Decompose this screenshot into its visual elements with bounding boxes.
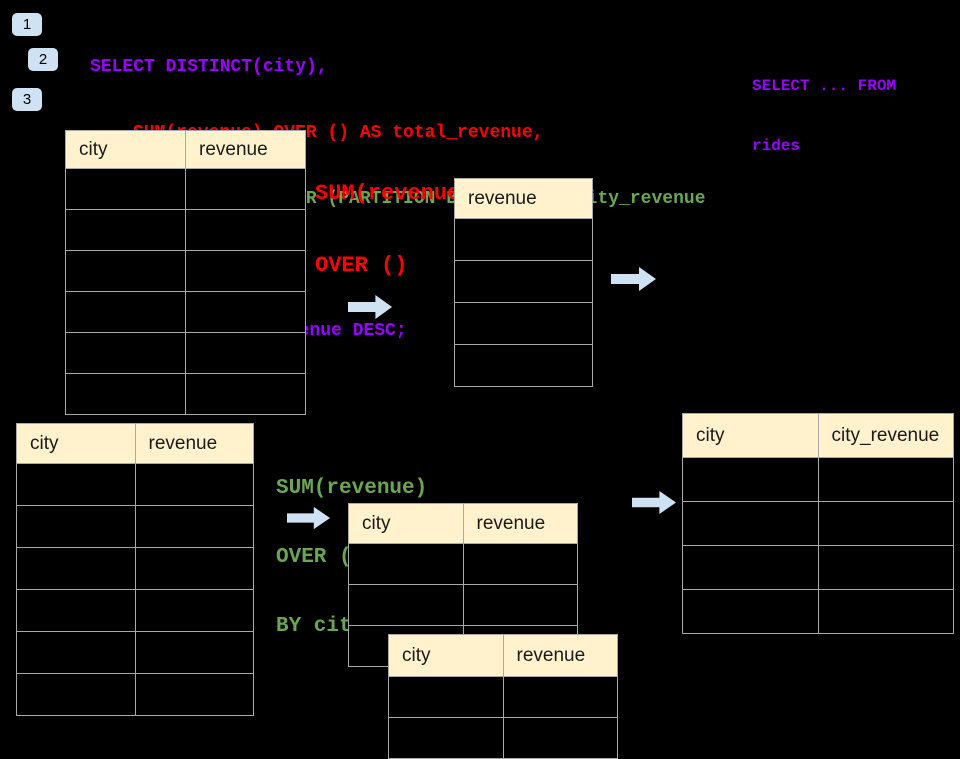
annotation-line: SUM(revenue) xyxy=(276,477,428,500)
empty-cell xyxy=(185,250,306,292)
sql-line-select: SELECT DISTINCT(city), xyxy=(90,57,328,77)
empty-table-row xyxy=(454,344,593,387)
flow-arrow-right-icon xyxy=(348,294,393,320)
empty-cell xyxy=(16,463,136,506)
empty-table-row xyxy=(454,260,593,303)
empty-cell xyxy=(817,589,954,634)
empty-table-row xyxy=(348,584,578,626)
column-header-city: city xyxy=(348,503,464,544)
empty-cell xyxy=(134,547,254,590)
empty-cell xyxy=(817,457,954,502)
empty-cell xyxy=(134,463,254,506)
annotation-line: OVER () xyxy=(315,253,408,278)
empty-cell xyxy=(682,589,819,634)
empty-cell xyxy=(185,209,306,251)
empty-table-row xyxy=(16,631,254,674)
empty-cell xyxy=(502,676,618,718)
empty-table-row xyxy=(682,457,954,502)
empty-cell xyxy=(348,584,464,626)
empty-cell xyxy=(134,631,254,674)
empty-table-row xyxy=(65,332,306,374)
empty-table-row xyxy=(65,291,306,333)
empty-table-row xyxy=(682,589,954,634)
column-header-revenue: revenue xyxy=(454,178,593,219)
step-badge-3: 3 xyxy=(12,88,42,111)
table-total-revenue-result: revenue xyxy=(454,178,593,387)
empty-cell xyxy=(16,673,136,716)
empty-table-row xyxy=(388,676,618,718)
column-header-city: city xyxy=(65,130,186,169)
empty-cell xyxy=(462,584,578,626)
column-header-city: city xyxy=(682,413,819,458)
empty-table-row xyxy=(65,209,306,251)
empty-cell xyxy=(134,505,254,548)
empty-cell xyxy=(16,547,136,590)
annotation-sum-over-all: SUM(revenue) OVER () xyxy=(315,134,473,302)
empty-cell xyxy=(682,501,819,546)
column-header-revenue: revenue xyxy=(462,503,578,544)
empty-cell xyxy=(388,676,504,718)
empty-table-row xyxy=(16,463,254,506)
annotation-line: SUM(revenue) xyxy=(315,181,474,206)
empty-cell xyxy=(502,717,618,759)
column-header-city: city xyxy=(388,634,504,677)
empty-cell xyxy=(65,250,186,292)
empty-cell xyxy=(16,505,136,548)
empty-cell xyxy=(185,291,306,333)
empty-table-row xyxy=(65,373,306,415)
side-note-line-1: SELECT ... FROM xyxy=(752,77,897,95)
empty-cell xyxy=(185,373,306,415)
empty-cell xyxy=(682,545,819,590)
empty-cell xyxy=(454,260,593,303)
empty-cell xyxy=(682,457,819,502)
empty-cell xyxy=(185,168,306,210)
empty-cell xyxy=(454,218,593,261)
column-header-city_revenue: city_revenue xyxy=(817,413,954,458)
column-header-revenue: revenue xyxy=(502,634,618,677)
empty-table-row xyxy=(454,218,593,261)
empty-cell xyxy=(817,545,954,590)
empty-table-row xyxy=(65,250,306,292)
empty-table-row xyxy=(16,547,254,590)
empty-cell xyxy=(454,302,593,345)
empty-cell xyxy=(16,589,136,632)
empty-cell xyxy=(185,332,306,374)
empty-table-row xyxy=(454,302,593,345)
empty-table-row xyxy=(65,168,306,210)
flow-arrow-right-icon xyxy=(632,490,677,515)
sql-side-note: SELECT ... FROM rides xyxy=(752,36,896,176)
empty-table-row xyxy=(682,501,954,546)
empty-cell xyxy=(462,543,578,585)
side-note-line-2: rides xyxy=(752,137,801,155)
column-header-revenue: revenue xyxy=(185,130,306,169)
empty-cell xyxy=(65,168,186,210)
empty-cell xyxy=(817,501,954,546)
step-badge-1: 1 xyxy=(12,13,42,36)
empty-table-row xyxy=(16,505,254,548)
empty-cell xyxy=(65,209,186,251)
step-badge-2: 2 xyxy=(28,48,58,71)
empty-table-row xyxy=(16,589,254,632)
empty-cell xyxy=(348,543,464,585)
empty-table-row xyxy=(682,545,954,590)
empty-cell xyxy=(65,291,186,333)
empty-cell xyxy=(65,373,186,415)
empty-cell xyxy=(454,344,593,387)
empty-cell xyxy=(388,717,504,759)
empty-cell xyxy=(16,631,136,674)
empty-table-row xyxy=(348,543,578,585)
empty-cell xyxy=(134,589,254,632)
empty-table-row xyxy=(388,717,618,759)
empty-cell xyxy=(65,332,186,374)
column-header-revenue: revenue xyxy=(134,423,254,464)
flow-arrow-right-icon xyxy=(287,506,331,530)
empty-cell xyxy=(134,673,254,716)
empty-table-row xyxy=(16,673,254,716)
column-header-city: city xyxy=(16,423,136,464)
flow-arrow-right-icon xyxy=(611,266,657,292)
